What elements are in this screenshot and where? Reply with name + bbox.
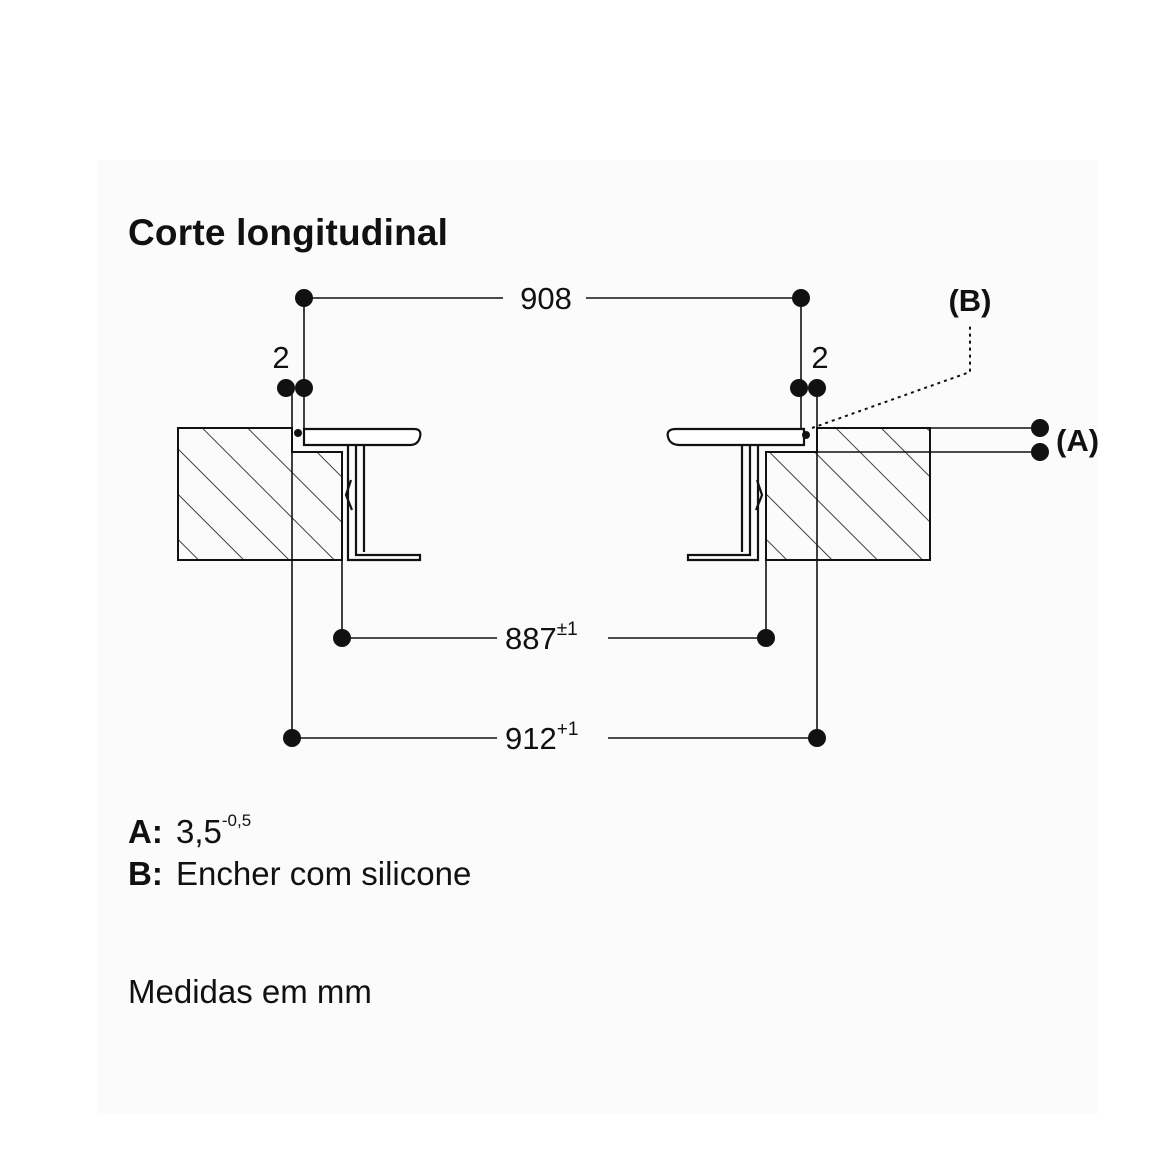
dim-a: [817, 427, 1040, 453]
silicone-left-dot: [294, 429, 302, 437]
callout-b-label: (B): [948, 283, 991, 318]
legend-item-b: B: Encher com silicone: [128, 855, 471, 893]
gap-left-dot-2: [295, 379, 313, 397]
label-left-gap: 2: [272, 340, 289, 375]
label-887: 887±1: [505, 619, 578, 656]
dim-887-start-dot: [333, 629, 351, 647]
left-countertop: [177, 427, 343, 561]
legend-key: B:: [128, 855, 163, 892]
right-hob-edge: [666, 427, 806, 562]
label-908: 908: [520, 281, 572, 316]
gap-left-dot-1: [277, 379, 295, 397]
legend-item-a: A: 3,5-0,5: [128, 811, 252, 851]
dim-908-end-dot: [792, 289, 810, 307]
dim-887-end-dot: [757, 629, 775, 647]
dim-a-bottom-dot: [1031, 443, 1049, 461]
page-title: Corte longitudinal: [128, 212, 449, 253]
legend-value: 3,5: [176, 813, 222, 850]
dim-912-end-dot: [808, 729, 826, 747]
gap-right-dot-2: [808, 379, 826, 397]
callout-a-label: (A): [1056, 423, 1099, 458]
extension-lines: [291, 390, 818, 738]
label-912: 912+1: [505, 719, 578, 756]
dim-912-start-dot: [283, 729, 301, 747]
label-right-gap: 2: [811, 340, 828, 375]
dim-a-top-dot: [1031, 419, 1049, 437]
label-887-tol: ±1: [557, 619, 578, 640]
dim-908: [303, 297, 802, 428]
silicone-right-dot: [802, 431, 810, 439]
left-hob-edge: [302, 427, 422, 562]
right-countertop: [765, 427, 931, 561]
label-912-tol: +1: [557, 719, 579, 740]
label-887-value: 887: [505, 621, 557, 656]
dim-908-start-dot: [295, 289, 313, 307]
legend-value: Encher com silicone: [176, 855, 472, 892]
legend-sup: -0,5: [221, 811, 252, 830]
callout-b-leader: [811, 325, 971, 429]
gap-right-dot-1: [790, 379, 808, 397]
legend-key: A:: [128, 813, 163, 850]
label-912-value: 912: [505, 721, 557, 756]
units-note: Medidas em mm: [128, 973, 372, 1010]
background-panel: [97, 160, 1097, 1115]
